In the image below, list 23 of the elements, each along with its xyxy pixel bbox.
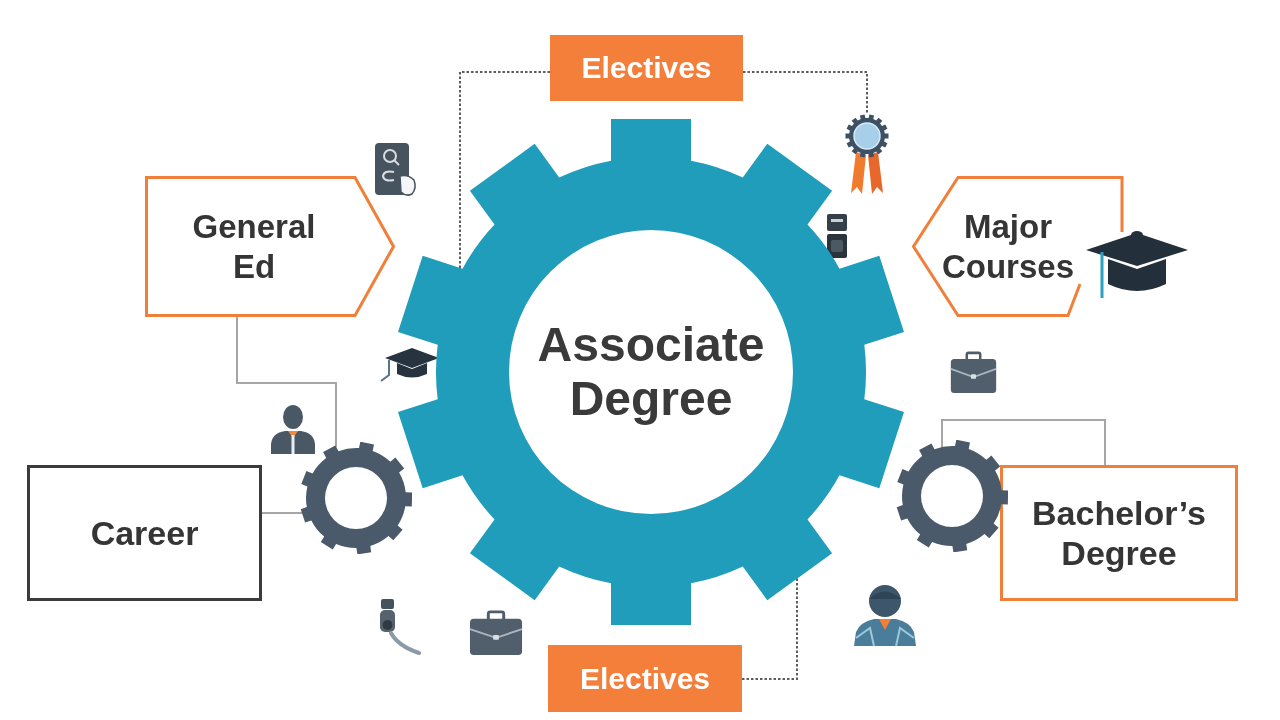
banner-label: Electives (580, 50, 713, 86)
dotted-connector (741, 577, 798, 680)
dotted-connector (742, 71, 868, 115)
gear-label: Associate Degree (536, 317, 766, 427)
pointer-panel (145, 176, 395, 317)
connector-line (236, 316, 337, 448)
medal-icon (845, 114, 889, 196)
central-gear (398, 119, 904, 625)
outlined-panel (1000, 465, 1238, 601)
gear-icon (300, 442, 412, 554)
heading-banner (550, 35, 743, 101)
panel-label: General Ed (191, 206, 317, 287)
gear-icon (896, 440, 1008, 552)
heading-banner (548, 645, 742, 712)
connector-line (261, 512, 303, 514)
hexagon-panel (912, 176, 1124, 317)
dotted-connector (459, 71, 551, 269)
panel-label: Career (89, 512, 200, 554)
connector-line (941, 419, 1106, 466)
panel-label: Major Courses (940, 206, 1076, 287)
outlined-panel (27, 465, 262, 601)
panel-label: Bachelor’s Degree (1031, 492, 1207, 574)
banner-label: Electives (578, 660, 712, 697)
